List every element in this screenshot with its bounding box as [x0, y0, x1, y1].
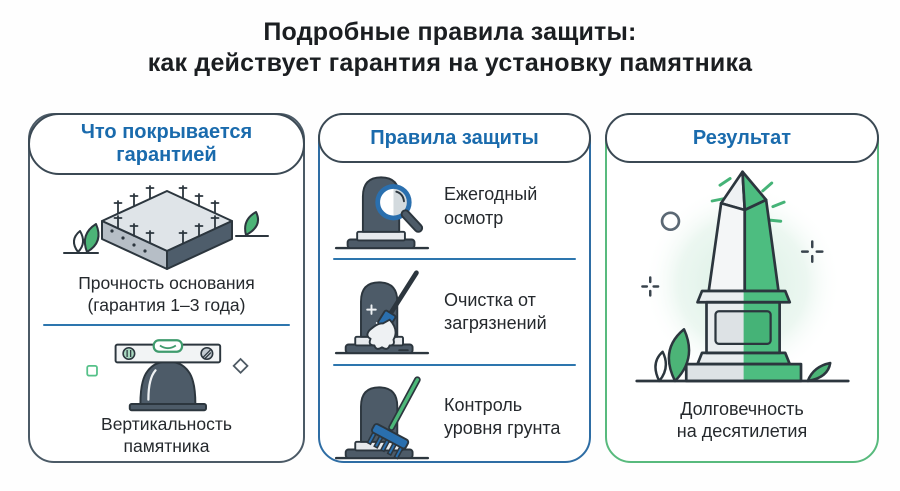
card1-divider [43, 324, 290, 327]
annual-inspection-label: Ежегодный осмотр [444, 184, 538, 228]
monument-verticality-label: Вертикальность памятника [101, 414, 232, 457]
durability-label: Долговечность на десятилетия [676, 399, 808, 442]
card-warranty-coverage: Что покрывается гарантией [28, 113, 305, 463]
card-warranty-coverage-header: Что покрывается гарантией [28, 113, 305, 175]
title-line-1: Подробные правила защиты: [263, 18, 637, 46]
page-title: Подробные правила защиты: как действует … [0, 17, 900, 79]
foundation-slab-icon [62, 185, 269, 270]
obelisk-monument-icon [634, 170, 850, 383]
card-result-header: Результат [605, 113, 879, 163]
card2-divider-2 [333, 363, 576, 366]
monument-rake-icon [334, 376, 430, 460]
rule-row-cleaning: Очистка от загрязнений [320, 268, 589, 355]
spirit-level-monument-icon [85, 339, 249, 412]
card-result: Результат [605, 113, 879, 463]
card-protection-rules: Правила защиты Ежегод [318, 113, 591, 463]
monument-magnifier-icon [334, 176, 430, 249]
cleaning-label: Очистка от загрязнений [444, 289, 547, 333]
rule-row-ground-level: Контроль уровня грунта [320, 374, 589, 461]
foundation-strength-label: Прочность основания (гарантия 1–3 года) [78, 273, 255, 315]
rule-row-annual-inspection: Ежегодный осмотр [320, 163, 589, 250]
ground-level-label: Контроль уровня грунта [444, 394, 561, 439]
title-line-2: как действует гарантия на установку памя… [147, 49, 753, 77]
card2-divider-1 [333, 258, 576, 261]
card-protection-rules-header: Правила защиты [318, 113, 591, 163]
monument-brush-icon [334, 270, 430, 355]
